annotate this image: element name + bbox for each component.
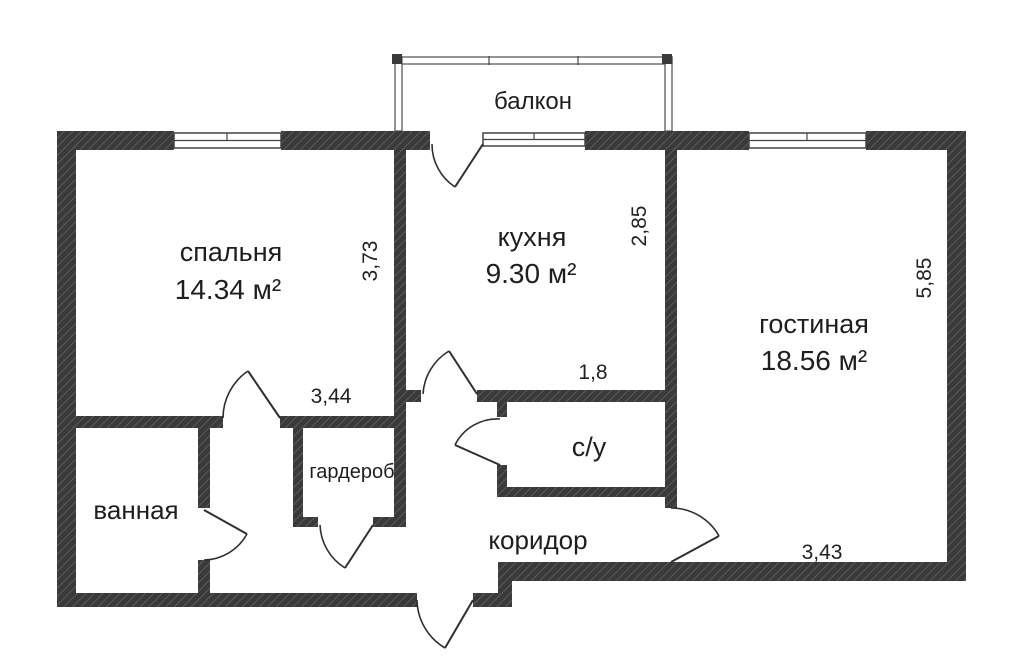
wall-outer-bottom-right bbox=[498, 562, 966, 581]
dimension-labels: 3,73 2,85 5,85 3,44 1,8 3,43 bbox=[311, 206, 936, 564]
corridor-label: коридор bbox=[488, 525, 587, 555]
wall-wc-left-b bbox=[497, 465, 507, 487]
dim-kitchen-depth: 2,85 bbox=[628, 206, 651, 247]
wall-wc-bottom bbox=[497, 487, 665, 497]
room-labels: балкон спальня 14.34 м² кухня 9.30 м² го… bbox=[93, 88, 869, 555]
doors bbox=[203, 143, 720, 649]
wardrobe-label: гардероб bbox=[309, 461, 394, 483]
wall-outer-right bbox=[947, 131, 966, 581]
wall-wardrobe-bottom-a bbox=[293, 517, 318, 527]
dim-living-depth: 5,85 bbox=[913, 258, 936, 299]
windows bbox=[173, 132, 867, 149]
wall-outer-top-b bbox=[281, 131, 430, 150]
living-area: 18.56 м² bbox=[761, 345, 867, 376]
wall-wardrobe-bottom-b bbox=[373, 517, 406, 527]
kitchen-door-arc bbox=[422, 350, 450, 395]
wc-door-leaf bbox=[454, 444, 501, 466]
living-label: гостиная bbox=[759, 309, 869, 339]
wall-wc-left-a bbox=[497, 402, 507, 417]
wall-bathroom-right-a bbox=[198, 428, 210, 508]
balcony-door-leaf bbox=[454, 143, 484, 188]
wardrobe-door-arc bbox=[319, 524, 346, 569]
wall-outer-bottom-left-a bbox=[57, 593, 417, 607]
wall-bedroom-bottom-b bbox=[280, 416, 394, 428]
bedroom-door-arc bbox=[222, 370, 249, 419]
dim-bedroom-width: 3,44 bbox=[311, 385, 352, 408]
kitchen-door-leaf bbox=[448, 350, 478, 395]
balcony-structure bbox=[392, 54, 673, 132]
wardrobe-door-leaf bbox=[344, 524, 374, 569]
bathroom-door-leaf bbox=[203, 509, 248, 535]
wall-living-left bbox=[665, 150, 677, 508]
bathroom-door-arc bbox=[203, 533, 248, 561]
balcony-corner-post-right bbox=[662, 54, 672, 64]
dim-bedroom-depth: 3,73 bbox=[359, 241, 382, 282]
wall-bedroom-bottom-a bbox=[76, 416, 223, 428]
balcony-right-wall bbox=[664, 56, 673, 132]
wall-outer-top-a bbox=[57, 131, 174, 150]
balcony-corner-post-left bbox=[392, 54, 402, 64]
wall-outer-left bbox=[57, 131, 76, 607]
bedroom-area: 14.34 м² bbox=[175, 274, 281, 305]
wc-door-arc bbox=[454, 418, 501, 446]
wc-label: с/у bbox=[572, 432, 607, 462]
wall-kitchen-bottom-b bbox=[477, 390, 665, 402]
wall-kitchen-bottom-a bbox=[394, 390, 421, 402]
balcony-top-wall bbox=[394, 56, 673, 65]
kitchen-area: 9.30 м² bbox=[486, 258, 577, 289]
wall-bedroom-kitchen-divider bbox=[394, 150, 406, 527]
dim-wc-width: 1,8 bbox=[578, 361, 607, 384]
interior-walls bbox=[76, 150, 677, 593]
wall-outer-top-c bbox=[585, 131, 749, 150]
balcony-label: балкон bbox=[494, 88, 572, 115]
dim-living-width: 3,43 bbox=[802, 541, 843, 564]
entry-door-arc bbox=[416, 599, 446, 649]
entry-door-leaf bbox=[444, 599, 474, 649]
living-door-arc bbox=[670, 507, 720, 537]
outer-walls bbox=[57, 131, 966, 607]
bedroom-label: спальня bbox=[180, 237, 283, 267]
bathroom-label: ванная bbox=[93, 495, 178, 525]
balcony-left-wall bbox=[394, 56, 403, 132]
wall-bathroom-right-b bbox=[198, 560, 210, 593]
balcony-door-arc bbox=[431, 143, 456, 188]
wall-outer-bottom-left-b bbox=[473, 593, 512, 607]
bedroom-door-leaf bbox=[247, 370, 281, 419]
wall-wardrobe-left bbox=[293, 428, 303, 517]
living-door-leaf bbox=[670, 535, 720, 563]
kitchen-label: кухня bbox=[498, 222, 567, 252]
wall-outer-top-d bbox=[866, 131, 966, 150]
